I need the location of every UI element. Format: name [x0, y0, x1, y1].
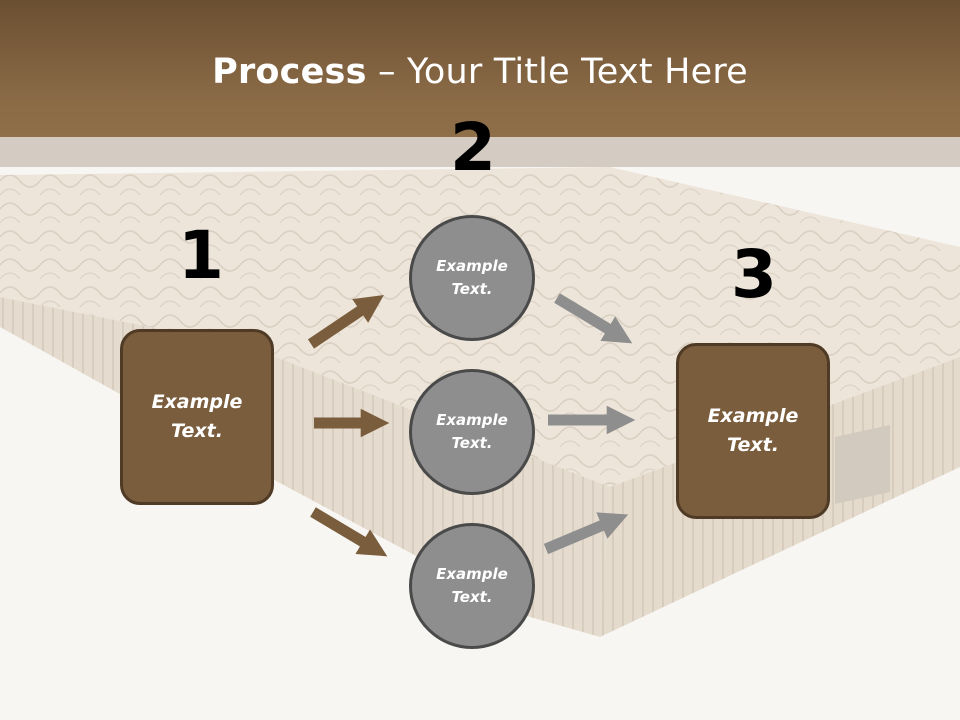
arrow-from-top-circle [554, 293, 633, 344]
mattress-label [835, 425, 890, 504]
left-box-line1: Example [151, 391, 243, 413]
arrow-from-bottom-circle [543, 512, 629, 555]
arrow-to-bottom-circle [310, 507, 388, 557]
bottom-circle-line2: Text. [451, 588, 493, 606]
arrow-to-top-circle [307, 295, 384, 349]
step-number-2: 2 [450, 109, 496, 186]
top-circle-line2: Text. [451, 280, 493, 298]
right-box-line2: Text. [727, 434, 779, 456]
top-circle-line1: Example [436, 257, 508, 275]
middle-circle-line2: Text. [451, 434, 493, 452]
mattress-left-side [0, 167, 610, 637]
middle-circle-line1: Example [436, 411, 508, 429]
left-box-line2: Text. [171, 420, 223, 442]
right-box-line1: Example [707, 405, 799, 427]
title-bold: Process [212, 52, 367, 92]
title-rest: – Your Title Text Here [366, 52, 748, 92]
header-band [0, 137, 960, 167]
bottom-circle-line1: Example [436, 565, 508, 583]
step-number-3: 3 [731, 236, 777, 313]
title-bar [0, 0, 960, 137]
step-number-1: 1 [178, 217, 224, 294]
slide-title: Process – Your Title Text Here [0, 52, 960, 92]
